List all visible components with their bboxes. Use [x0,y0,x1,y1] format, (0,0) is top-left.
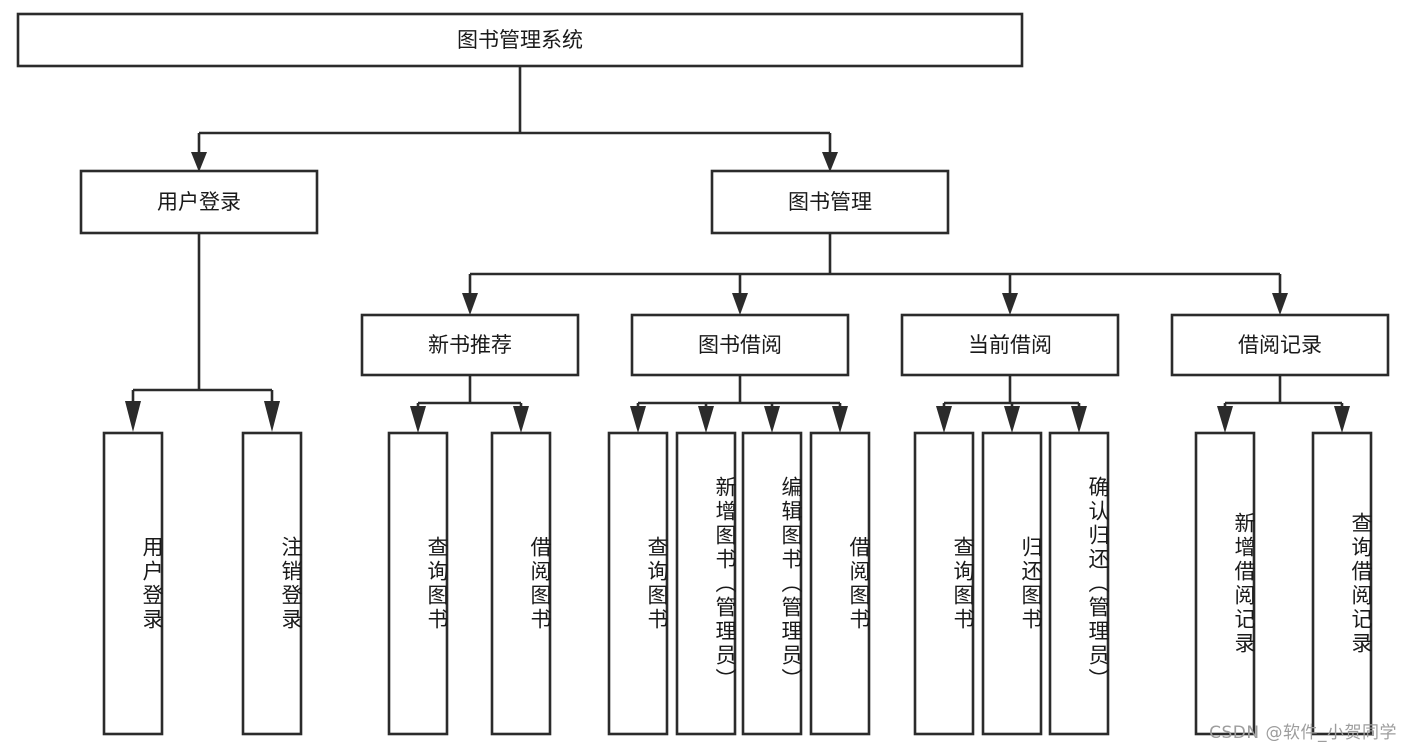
arrow-head-current-borrow [1002,293,1018,315]
node-box-leaf-new-book-2[interactable] [490,431,552,736]
arrow-head-cb-1 [936,406,952,433]
node-box-leaf-current-borrow-1[interactable] [913,431,975,736]
node-label-borrow-record: 借阅记录 [1238,333,1322,357]
node-box-leaf-borrow-record-2[interactable] [1311,431,1373,736]
node-box-leaf-user-login-2[interactable] [241,431,303,736]
node-box-leaf-current-borrow-3[interactable] [1048,431,1110,736]
node-box-leaf-new-book-1[interactable] [387,431,449,736]
arrow-head-br-1 [1217,406,1233,433]
node-box-book-borrow[interactable] [630,313,850,377]
node-label-current-borrow: 当前借阅 [968,333,1052,357]
arrow-head-cb-3 [1071,406,1087,433]
connector-group [125,66,1350,433]
csdn-watermark: CSDN @软件_小贺同学 [1209,723,1397,743]
node-label-user-login: 用户登录 [157,190,241,214]
arrow-head-ul-1 [125,401,141,432]
arrow-head-nb-2 [513,406,529,433]
arrow-head-book-manage [822,152,838,172]
arrow-head-user-login [191,152,207,172]
node-box-borrow-record[interactable] [1170,313,1390,377]
arrow-head-cb-2 [1004,406,1020,433]
node-box-book-manage[interactable] [710,169,950,235]
node-box-leaf-book-borrow-3[interactable] [741,431,803,736]
node-box-leaf-user-login-1[interactable] [102,431,164,736]
node-box-new-book-recommend[interactable] [360,313,580,377]
node-label-new-book-recommend: 新书推荐 [428,333,512,357]
node-box-leaf-book-borrow-4[interactable] [809,431,871,736]
arrow-head-nb-1 [410,406,426,433]
node-label-book-borrow: 图书借阅 [698,333,782,357]
node-box-current-borrow[interactable] [900,313,1120,377]
arrow-head-new-book [462,293,478,315]
arrow-head-borrow-record [1272,293,1288,315]
node-label-root: 图书管理系统 [457,28,583,52]
node-label-book-manage: 图书管理 [788,190,872,214]
arrow-head-bb-2 [698,406,714,433]
arrow-head-br-2 [1334,406,1350,433]
arrow-head-bb-1 [630,406,646,433]
node-box-leaf-borrow-record-1[interactable] [1194,431,1256,736]
arrow-head-bb-3 [764,406,780,433]
node-group: 图书管理系统 用户登录 图书管理 新书推荐 图书借阅 当前借阅 借阅记录 [16,12,1390,736]
node-box-leaf-book-borrow-2[interactable] [675,431,737,736]
node-box-leaf-current-borrow-2[interactable] [981,431,1043,736]
node-box-root[interactable] [16,12,1024,68]
node-box-leaf-book-borrow-1[interactable] [607,431,669,736]
arrow-head-ul-2 [264,401,280,432]
arrow-head-book-borrow [732,293,748,315]
arrow-head-bb-4 [832,406,848,433]
node-box-user-login[interactable] [79,169,319,235]
